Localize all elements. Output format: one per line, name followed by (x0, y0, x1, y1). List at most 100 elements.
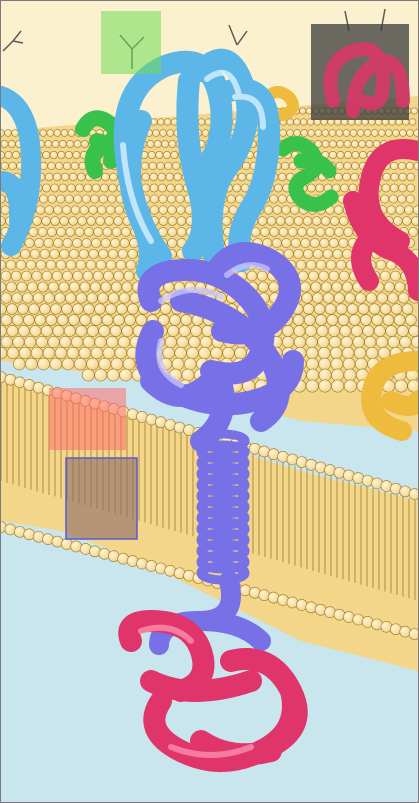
lipid-head (316, 260, 326, 270)
lipid-head (319, 271, 329, 281)
lipid-head (41, 325, 52, 336)
lipid-head (53, 325, 64, 336)
lipid-head (406, 195, 414, 203)
lipid-head (272, 238, 281, 247)
lipid-head (343, 173, 351, 181)
lipid-head (414, 130, 418, 137)
lipid-head (51, 304, 62, 315)
lipid-head (53, 173, 61, 181)
lipid-head (342, 347, 354, 359)
lipid-head (345, 293, 355, 303)
lipid-head (71, 336, 82, 347)
lipid-head (55, 293, 65, 303)
lipid-head (125, 315, 136, 326)
lipid-head (165, 336, 176, 347)
lipid-head (108, 249, 118, 259)
lipid-head (56, 162, 64, 170)
lipid-head (273, 206, 282, 215)
lipid-head (91, 238, 100, 247)
lipid-head (400, 130, 407, 137)
lipid-head (43, 151, 50, 158)
lipid-head (119, 293, 129, 303)
lipid-head (395, 282, 405, 292)
lipid-head (96, 260, 106, 270)
lipid-head (62, 304, 73, 315)
lipid-head (352, 151, 359, 158)
lipid-head (398, 293, 408, 303)
lipid-head (167, 130, 174, 137)
lipid-head (29, 304, 40, 315)
lipid-head (45, 173, 53, 181)
lipid-head (103, 227, 112, 236)
lipid-head (120, 369, 132, 381)
lipid-head (327, 315, 338, 326)
lipid-head (376, 260, 386, 270)
lipid-head (40, 304, 51, 315)
lipid-head (405, 206, 414, 215)
lipid-head (288, 227, 297, 236)
lipid-head (202, 130, 209, 137)
lipid-head (73, 151, 80, 158)
lipid-head (381, 195, 389, 203)
lipid-head (50, 249, 60, 259)
lipid-head (191, 325, 202, 336)
lipid-head (115, 347, 127, 359)
lipid-head (377, 293, 387, 303)
lipid-head (313, 249, 323, 259)
lipid-head (39, 195, 47, 203)
lipid-head (309, 271, 319, 281)
lipid-head (344, 369, 356, 381)
lipid-head (352, 162, 360, 170)
lipid-head (258, 217, 267, 226)
lipid-head (175, 347, 187, 359)
lipid-head (337, 151, 344, 158)
lipid-head (120, 238, 129, 247)
lipid-head (334, 293, 344, 303)
lipid-head (86, 260, 96, 270)
lipid-head (113, 315, 124, 326)
lipid-head (177, 227, 186, 236)
lipid-head (32, 271, 42, 281)
lipid-head (316, 227, 325, 236)
lipid-head (393, 217, 402, 226)
lipid-head (22, 293, 32, 303)
lipid-head (170, 315, 181, 326)
lipid-head (343, 249, 353, 259)
lipid-head (141, 162, 149, 170)
lipid-head (181, 315, 192, 326)
lipid-head (199, 347, 211, 359)
lipid-head (398, 162, 406, 170)
lipid-head (330, 217, 339, 226)
lipid-head (306, 336, 317, 347)
lipid-head (60, 217, 69, 226)
lipid-head (328, 325, 339, 336)
lipid-head (168, 206, 177, 215)
lipid-head (302, 293, 312, 303)
lipid-head (380, 304, 391, 315)
lipid-head (116, 260, 126, 270)
lipid-head (306, 358, 318, 370)
lipid-head (42, 184, 50, 192)
lipid-head (61, 173, 69, 181)
lipid-head (353, 336, 364, 347)
lipid-head (114, 217, 123, 226)
lipid-head (347, 304, 358, 315)
lipid-head (147, 140, 154, 147)
lipid-head (166, 173, 174, 181)
lipid-head (405, 315, 416, 326)
lipid-head (79, 347, 91, 359)
lipid-head (30, 249, 40, 259)
lipid-head (284, 249, 294, 259)
lipid-head (267, 217, 276, 226)
lipid-head (59, 282, 69, 292)
lipid-head (177, 217, 186, 226)
lipid-head (307, 227, 316, 236)
lipid-head (342, 282, 352, 292)
lipid-head (329, 271, 339, 281)
lipid-head (307, 369, 319, 381)
lipid-head (351, 173, 359, 181)
lipid-head (341, 336, 352, 347)
lipid-head (187, 347, 199, 359)
lipid-head (282, 206, 291, 215)
